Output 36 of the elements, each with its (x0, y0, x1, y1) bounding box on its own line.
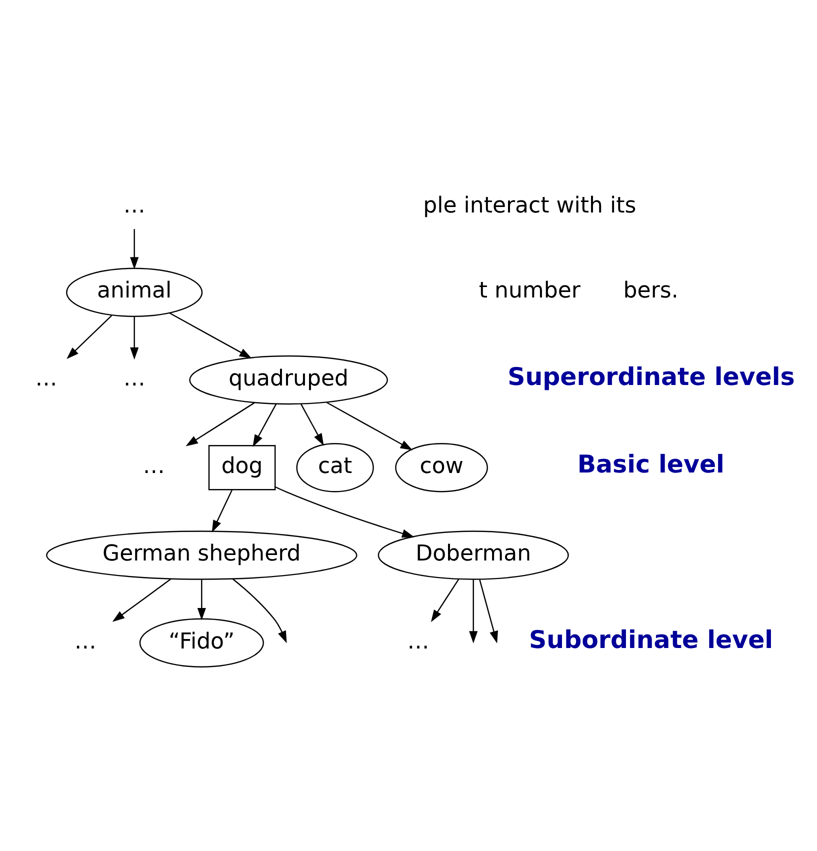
node-text: … (123, 366, 146, 391)
arrow (430, 578, 460, 622)
node-ellipse: German shepherd (46, 530, 358, 580)
label: Superordinate levels (508, 361, 795, 390)
label: bers. (623, 278, 678, 304)
node-text: … (74, 628, 96, 654)
node-ellipse: cat (296, 442, 374, 492)
label: ple interact with its (423, 192, 636, 218)
arrow (212, 489, 233, 532)
arrow (326, 401, 413, 450)
node-box: dog (208, 444, 276, 490)
node-ellipse: Doberman (378, 530, 569, 580)
node-text: … (407, 628, 430, 654)
node-ellipse: animal (66, 267, 203, 316)
arrow (469, 579, 478, 643)
node-text: … (123, 192, 146, 218)
arrow (479, 579, 498, 643)
node-ellipse: quadruped (189, 354, 388, 404)
arrow (66, 314, 112, 359)
arrow (112, 578, 171, 622)
node-text: … (35, 366, 58, 391)
arrow (130, 228, 139, 269)
arrow (275, 486, 414, 538)
node-ellipse: cow (395, 442, 488, 492)
arrow (232, 578, 287, 643)
node-ellipse: “Fido” (139, 618, 264, 667)
arrow (252, 403, 277, 446)
label: Subordinate level (529, 624, 774, 654)
node-text: … (142, 454, 165, 479)
arrow (169, 312, 252, 358)
label: t number (478, 278, 580, 304)
label: Basic level (577, 449, 724, 478)
arrow (300, 403, 324, 446)
arrow (186, 402, 255, 446)
arrow (130, 316, 139, 360)
arrow (197, 579, 206, 620)
